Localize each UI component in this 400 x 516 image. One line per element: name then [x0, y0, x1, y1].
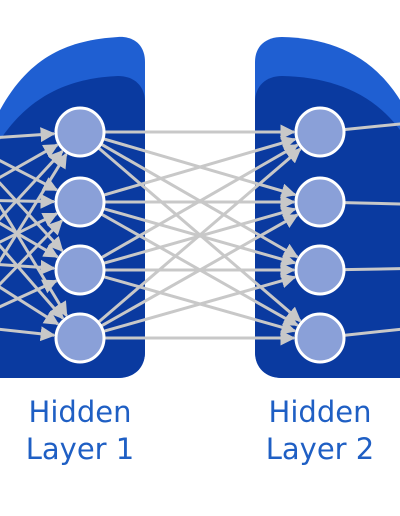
- hidden-layer-1-node-1: [54, 106, 106, 158]
- input-edge-1-1: [0, 193, 56, 209]
- edge-l1n2-l2n0: [100, 143, 299, 260]
- input-edge-3-2: [0, 279, 58, 309]
- edge-l1n1-l2n0: [102, 135, 297, 197]
- output-edge-3: [343, 327, 400, 337]
- hidden-layer-2-node-1: [294, 106, 346, 158]
- input-edge-2-3: [0, 285, 60, 326]
- input-edge-2-0: [0, 150, 64, 221]
- input-edge-3-1: [0, 219, 63, 287]
- edge-l1n3-l2n0: [97, 147, 302, 324]
- hidden-layer-1-label-line2: Layer 1: [25, 432, 135, 466]
- hidden-layer-1-label-line1: Hidden: [28, 395, 132, 429]
- hidden-layer-2-node-3: [294, 244, 346, 296]
- hidden-layer-2-label-line1: Hidden: [268, 395, 372, 429]
- input-edge-0-1: [0, 158, 59, 192]
- input-edge-1-0: [0, 143, 59, 180]
- hidden-layer-1-node-2: [54, 176, 106, 228]
- hidden-layer-2-label-line2: Layer 2: [265, 432, 375, 466]
- hidden-layer-1-node-4: [54, 312, 106, 364]
- input-edge-3-3: [0, 326, 56, 342]
- input-edge-1-3: [0, 243, 65, 320]
- input-edge-0-0: [0, 127, 56, 143]
- output-edge-0: [343, 122, 400, 132]
- hidden-layer-1-panel-front: [0, 76, 145, 378]
- input-edge-1-2: [0, 221, 59, 259]
- edge-l1n3-l2n1: [100, 213, 299, 328]
- output-edge-1: [343, 201, 400, 206]
- input-edge-0-3: [0, 203, 68, 318]
- hidden-layer-2-node-4: [294, 312, 346, 364]
- input-edge-2-1: [0, 212, 59, 244]
- input-edge-0-2: [0, 181, 64, 252]
- edge-l1n3-l2n2: [102, 273, 297, 333]
- neuron-nodes: [54, 106, 346, 364]
- connection-edges: [0, 122, 400, 346]
- hidden-layer-1-label: Hidden Layer 1: [0, 394, 180, 468]
- hidden-layer-2-node-2: [294, 176, 346, 228]
- hidden-layer-2-label: Hidden Layer 2: [220, 394, 400, 468]
- hidden-layer-1-node-3: [54, 244, 106, 296]
- output-edge-2: [343, 267, 400, 272]
